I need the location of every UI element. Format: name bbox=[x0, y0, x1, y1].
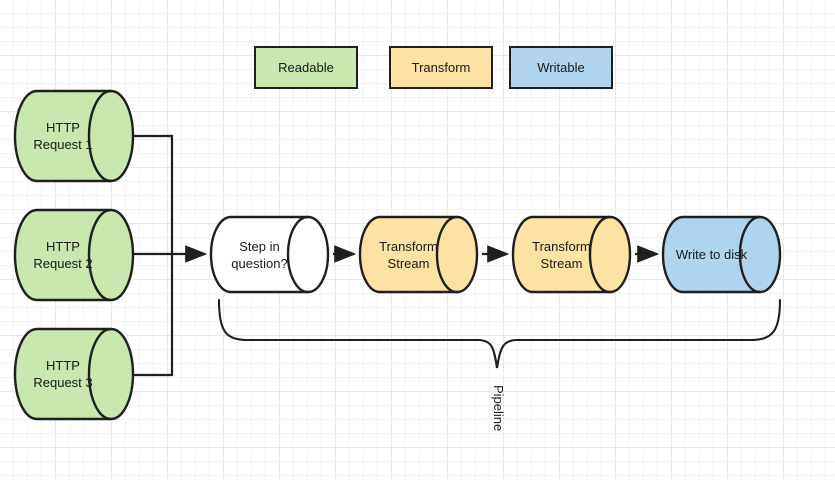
legend-item-writable[interactable]: Writable bbox=[509, 46, 613, 89]
legend-item-transform[interactable]: Transform bbox=[389, 46, 493, 89]
node-transform-stream-2[interactable]: Transform Stream bbox=[511, 215, 632, 294]
node-http-request-1[interactable]: HTTP Request 1 bbox=[13, 89, 135, 183]
legend-label-transform: Transform bbox=[411, 60, 471, 75]
pipeline-brace bbox=[217, 298, 782, 369]
node-step-in-question[interactable]: Step in question? bbox=[209, 215, 330, 294]
node-http-request-2[interactable]: HTTP Request 2 bbox=[13, 208, 135, 302]
node-write-to-disk[interactable]: Write to disk bbox=[661, 215, 782, 294]
legend-item-readable[interactable]: Readable bbox=[254, 46, 358, 89]
pipeline-label: Pipeline bbox=[491, 385, 506, 432]
legend-label-writable: Writable bbox=[537, 60, 585, 75]
node-transform-stream-1[interactable]: Transform Stream bbox=[358, 215, 479, 294]
legend-label-readable: Readable bbox=[278, 60, 334, 75]
connector-sources-merge bbox=[134, 134, 208, 377]
node-http-request-3[interactable]: HTTP Request 3 bbox=[13, 327, 135, 421]
